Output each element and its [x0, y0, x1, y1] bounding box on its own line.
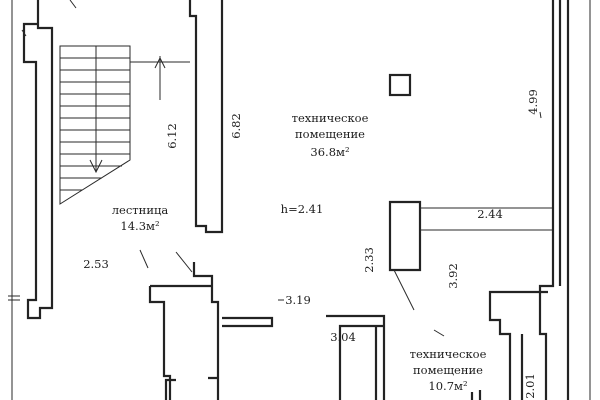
- walls: [8, 0, 591, 400]
- dim-319: 3.19: [285, 293, 311, 307]
- central-lower-notch: [164, 376, 218, 400]
- partition-right: [326, 314, 386, 400]
- dimension-labels: 6.12 6.82 4.99 2.44 2.33 3.92 2.53 3.19 …: [83, 89, 540, 399]
- dim-612-line: [154, 56, 166, 100]
- dim-682: 6.82: [229, 113, 243, 139]
- mark-253: [139, 249, 149, 269]
- dim-392: 3.92: [446, 263, 460, 289]
- stairs: [59, 45, 190, 205]
- room-tech-2-name: техническое: [410, 347, 487, 361]
- room-tech-2-name2: помещение: [413, 363, 483, 377]
- dim-304: 3.04: [330, 330, 356, 344]
- dim-244: 2.44: [477, 207, 503, 221]
- vent-shaft: [388, 73, 412, 97]
- column-block: [388, 200, 422, 272]
- ceiling-height: h=2.41: [281, 202, 324, 216]
- stair-outline: [59, 45, 131, 205]
- dim-499: 4.99: [526, 89, 540, 115]
- right-outer-wall: [538, 0, 570, 400]
- room-stair-name: лестница: [112, 203, 169, 217]
- marks: [21, 0, 542, 337]
- left-border-ticks: [8, 295, 20, 301]
- room-labels: техническое помещение 36.8м² лестница 14…: [112, 111, 487, 393]
- partition-left: [222, 316, 274, 328]
- room-tech-1-area: 36.8м²: [310, 145, 349, 159]
- dim-233: 2.33: [362, 247, 376, 273]
- mark-bottom-room: [433, 329, 445, 337]
- column-leader: [393, 269, 415, 311]
- stair-arrow: [89, 140, 103, 174]
- left-outer-wall: [22, 0, 54, 320]
- central-lower-block: [148, 262, 220, 400]
- room-stair-area: 14.3м²: [120, 219, 159, 233]
- mark-left-top: [21, 0, 77, 37]
- room-tech-2-area: 10.7м²: [428, 379, 467, 393]
- mark-499: [539, 111, 542, 119]
- dim-253: 2.53: [83, 257, 109, 271]
- room-tech-1-name: техническое: [292, 111, 369, 125]
- dim-612: 6.12: [165, 123, 179, 149]
- central-wall: [188, 0, 224, 234]
- mark-lestnica: [175, 251, 193, 273]
- room-tech-1-name2: помещение: [295, 127, 365, 141]
- stair-treads: [60, 57, 130, 191]
- right-projection: [488, 290, 548, 400]
- dim-201: 2.01: [523, 373, 537, 399]
- bottom-stubs: [470, 390, 482, 400]
